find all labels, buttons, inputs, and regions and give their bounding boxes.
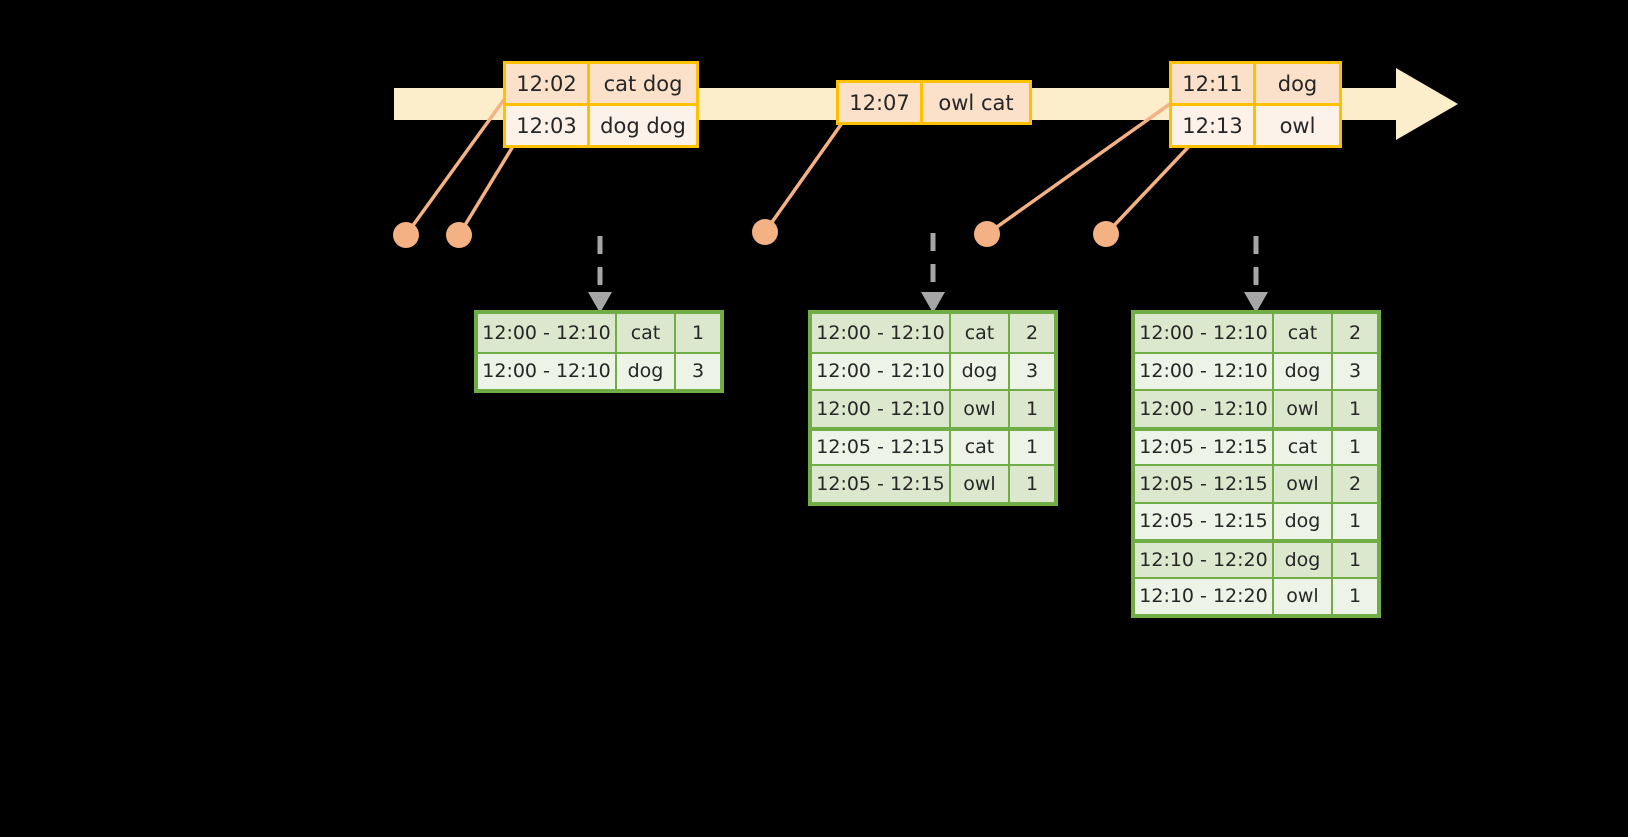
- cell-key: cat: [951, 430, 1010, 464]
- dashed-arrow-2: [921, 233, 945, 313]
- table-row[interactable]: 12:05 - 12:15 dog 1: [1135, 501, 1377, 539]
- dot-2: [446, 222, 472, 248]
- cell-count: 2: [1010, 314, 1054, 352]
- table-row[interactable]: 12:00 - 12:10 owl 1: [1135, 389, 1377, 427]
- cell-window: 12:00 - 12:10: [1135, 314, 1274, 352]
- cell-count: 1: [1333, 543, 1377, 577]
- dashed-arrow-1: [588, 236, 612, 313]
- table-row[interactable]: 12:05 - 12:15 cat 1: [1135, 426, 1377, 464]
- dashed-arrows: [588, 233, 1268, 313]
- aggregation-table-3[interactable]: 12:00 - 12:10 cat 2 12:00 - 12:10 dog 3 …: [1131, 310, 1381, 618]
- cell-count: 2: [1333, 466, 1377, 502]
- cell-key: owl: [1274, 578, 1333, 614]
- cell-count: 3: [676, 353, 720, 389]
- cell-key: dog: [1274, 503, 1333, 539]
- cell-key: cat: [617, 314, 676, 352]
- cell-count: 1: [1333, 578, 1377, 614]
- cell-key: owl: [1274, 391, 1333, 427]
- cell-key: owl: [951, 391, 1010, 427]
- cell-key: cat: [1274, 430, 1333, 464]
- event-row[interactable]: 12:02 cat dog: [506, 64, 696, 103]
- table-row[interactable]: 12:00 - 12:10 dog 3: [1135, 351, 1377, 389]
- cell-count: 3: [1333, 353, 1377, 389]
- cell-key: dog: [1274, 353, 1333, 389]
- cell-count: 1: [1010, 430, 1054, 464]
- cell-count: 1: [1010, 391, 1054, 427]
- aggregation-table-1[interactable]: 12:00 - 12:10 cat 1 12:00 - 12:10 dog 3: [474, 310, 724, 393]
- cell-key: dog: [951, 353, 1010, 389]
- table-row[interactable]: 12:00 - 12:10 cat 2: [1135, 314, 1377, 352]
- cell-window: 12:00 - 12:10: [812, 314, 951, 352]
- table-row[interactable]: 12:00 - 12:10 cat 1: [478, 314, 720, 352]
- cell-window: 12:00 - 12:10: [812, 391, 951, 427]
- table-row[interactable]: 12:00 - 12:10 owl 1: [812, 389, 1054, 427]
- table-row[interactable]: 12:00 - 12:10 cat 2: [812, 314, 1054, 352]
- event-time: 12:11: [1172, 64, 1256, 103]
- cell-window: 12:05 - 12:15: [1135, 430, 1274, 464]
- cell-window: 12:10 - 12:20: [1135, 578, 1274, 614]
- event-words: dog: [1256, 64, 1339, 103]
- event-words: dog dog: [590, 106, 696, 145]
- event-words: owl: [1256, 106, 1339, 145]
- cell-window: 12:00 - 12:10: [812, 353, 951, 389]
- cell-count: 2: [1333, 314, 1377, 352]
- cell-count: 1: [1333, 391, 1377, 427]
- table-row[interactable]: 12:05 - 12:15 owl 2: [1135, 464, 1377, 502]
- table-row[interactable]: 12:10 - 12:20 dog 1: [1135, 539, 1377, 577]
- cell-window: 12:00 - 12:10: [1135, 353, 1274, 389]
- table-row[interactable]: 12:10 - 12:20 owl 1: [1135, 576, 1377, 614]
- cell-key: cat: [951, 314, 1010, 352]
- cell-window: 12:05 - 12:15: [812, 466, 951, 502]
- event-row[interactable]: 12:13 owl: [1172, 103, 1339, 145]
- event-words: cat dog: [590, 64, 696, 103]
- cell-count: 1: [1333, 430, 1377, 464]
- cell-key: dog: [1274, 543, 1333, 577]
- table-row[interactable]: 12:00 - 12:10 dog 3: [812, 351, 1054, 389]
- event-words: owl cat: [923, 83, 1029, 122]
- cell-key: owl: [1274, 466, 1333, 502]
- cell-count: 1: [1010, 466, 1054, 502]
- dashed-arrow-3: [1244, 236, 1268, 313]
- event-row[interactable]: 12:11 dog: [1172, 64, 1339, 103]
- aggregation-table-2[interactable]: 12:00 - 12:10 cat 2 12:00 - 12:10 dog 3 …: [808, 310, 1058, 506]
- dot-3: [752, 219, 778, 245]
- event-time: 12:07: [839, 83, 923, 122]
- emission-dots: [393, 219, 1119, 248]
- cell-window: 12:00 - 12:10: [1135, 391, 1274, 427]
- table-row[interactable]: 12:05 - 12:15 owl 1: [812, 464, 1054, 502]
- cell-count: 1: [676, 314, 720, 352]
- event-group-3[interactable]: 12:11 dog 12:13 owl: [1169, 61, 1342, 148]
- event-group-2[interactable]: 12:07 owl cat: [836, 80, 1032, 125]
- cell-key: cat: [1274, 314, 1333, 352]
- event-time: 12:02: [506, 64, 590, 103]
- cell-window: 12:05 - 12:15: [1135, 503, 1274, 539]
- table-row[interactable]: 12:05 - 12:15 cat 1: [812, 426, 1054, 464]
- cell-window: 12:00 - 12:10: [478, 353, 617, 389]
- cell-count: 3: [1010, 353, 1054, 389]
- cell-key: dog: [617, 353, 676, 389]
- dot-4: [974, 221, 1000, 247]
- cell-window: 12:10 - 12:20: [1135, 543, 1274, 577]
- cell-key: owl: [951, 466, 1010, 502]
- event-time: 12:13: [1172, 106, 1256, 145]
- cell-window: 12:00 - 12:10: [478, 314, 617, 352]
- cell-window: 12:05 - 12:15: [1135, 466, 1274, 502]
- table-row[interactable]: 12:00 - 12:10 dog 3: [478, 351, 720, 389]
- event-time: 12:03: [506, 106, 590, 145]
- cell-count: 1: [1333, 503, 1377, 539]
- event-group-1[interactable]: 12:02 cat dog 12:03 dog dog: [503, 61, 699, 148]
- event-row[interactable]: 12:07 owl cat: [839, 83, 1029, 122]
- cell-window: 12:05 - 12:15: [812, 430, 951, 464]
- dot-1: [393, 222, 419, 248]
- dot-5: [1093, 221, 1119, 247]
- event-row[interactable]: 12:03 dog dog: [506, 103, 696, 145]
